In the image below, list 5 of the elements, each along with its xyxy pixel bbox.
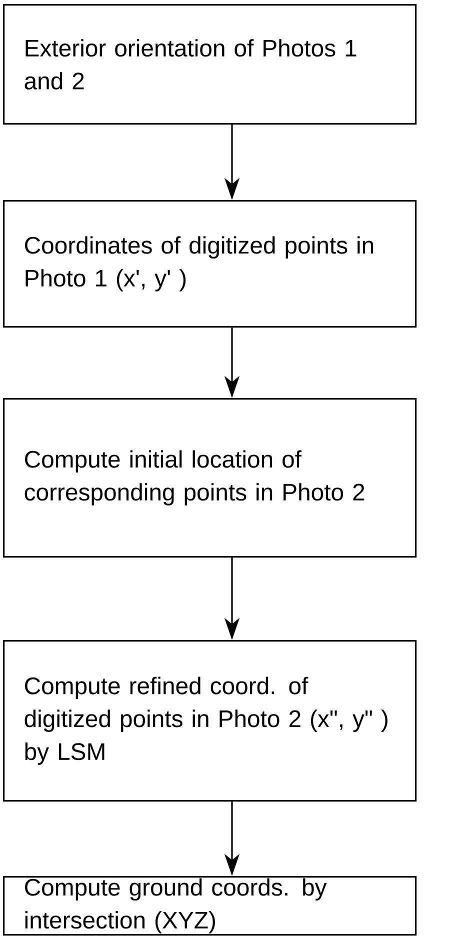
process-box: Compute refined coord. of digitized points in Photo 2 (x", y" ) by LSM bbox=[3, 640, 417, 802]
process-box: Exterior orientation of Photos 1 and 2 bbox=[3, 4, 417, 125]
process-box: Coordinates of digitized points in Photo 1 (x', y' ) bbox=[3, 200, 417, 328]
process-box: Compute initial location of corresponding points in Photo 2 bbox=[3, 398, 417, 558]
process-box: Compute ground coords. by intersection (XYZ) bbox=[3, 876, 417, 936]
